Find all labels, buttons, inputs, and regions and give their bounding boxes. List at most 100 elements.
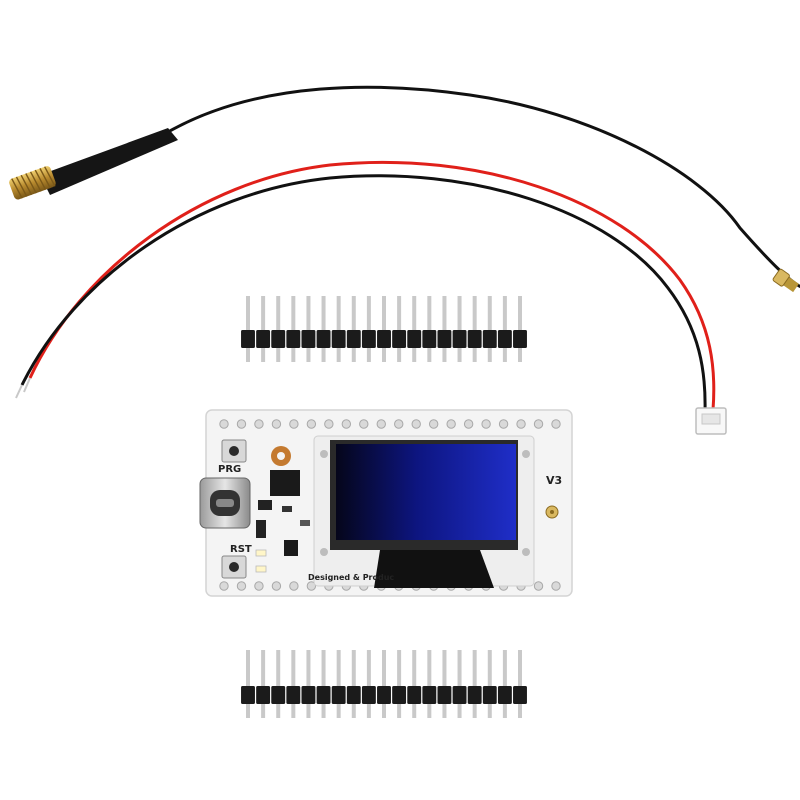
pin-pad [219,581,229,591]
header-block [346,686,361,704]
pin-pad [289,581,299,591]
antenna-assembly [9,85,800,293]
pin-pad [428,419,439,429]
header-pin [291,296,296,362]
board-footer-text: Designed & Produc [308,573,394,582]
header-pin [518,650,522,718]
pin-pad [481,419,491,429]
pad-row-top [219,419,561,429]
header-pin [336,296,341,362]
header-pin [397,296,402,362]
header-block [301,686,316,704]
pin-pad [533,581,544,591]
battery-cable-assembly [15,160,727,435]
battery-wire-black [20,174,707,413]
header-block [271,330,286,348]
header-block [316,330,331,348]
ic-chip [270,470,300,496]
oled-screen [336,444,516,540]
header-block [452,686,467,704]
mount-hole [320,548,328,556]
header-block [256,686,271,704]
header-block [361,686,376,704]
header-block [316,686,331,704]
header-block [467,686,482,704]
header-pin [487,650,492,718]
pin-pad [254,581,264,591]
header-block [331,686,346,704]
header-pin [412,296,417,362]
smd-component [258,500,272,510]
pin-header-bottom [241,650,527,718]
header-block [482,330,497,348]
status-led [255,549,267,557]
header-pin [321,650,326,718]
wire-tip [23,377,31,393]
ipex-socket-icon [545,505,559,519]
pin-pad [376,419,386,429]
header-pin [412,650,417,718]
header-pin [306,650,311,718]
wire-tip [15,384,23,399]
header-block [407,330,422,348]
header-pin [366,650,371,718]
header-block [241,686,255,704]
ic-chip [284,540,298,556]
header-block [286,330,301,348]
header-pin [518,296,522,362]
pin-pad [359,419,369,429]
header-block [437,686,452,704]
usb-c-port-icon [199,477,251,529]
rst-button[interactable] [221,555,247,579]
header-block [513,330,527,348]
smd-component [256,520,266,538]
pin-pad [394,419,404,429]
header-pin [306,296,311,362]
header-block [377,330,391,348]
pin-pad [516,419,526,429]
antenna-cable [167,85,800,289]
header-block [241,330,255,348]
pin-pad [498,419,509,429]
header-pin [442,650,447,718]
header-block [452,330,467,348]
pin-pad [271,419,282,429]
header-pin [487,296,492,362]
header-pin [427,650,432,718]
header-pin [472,650,477,718]
pin-pad [219,419,229,429]
prg-button[interactable] [221,439,247,463]
header-pin [261,296,266,362]
jst-connector-icon [695,407,727,435]
header-pin [502,296,507,362]
header-pin [442,296,447,362]
header-pin [382,650,386,718]
header-pin [351,650,356,718]
pin-pad [551,581,561,591]
pin-pad [324,419,334,429]
header-block [346,330,361,348]
pin-pad [306,581,317,591]
header-pin [276,296,281,362]
pin-pad [533,419,544,429]
pin-pad [446,419,456,429]
header-pin [382,296,386,362]
pin-pad [271,581,282,591]
header-pin [427,296,432,362]
spring-antenna-icon [9,166,56,200]
mount-hole [522,450,530,458]
header-block [377,686,391,704]
header-block [407,686,422,704]
header-pin [457,650,462,718]
pin-pad [411,419,421,429]
header-pin [246,296,250,362]
pin-pad [254,419,264,429]
header-pin [351,296,356,362]
version-label: V3 [546,474,562,487]
dev-board: PRG RST [199,409,573,597]
mount-hole [522,548,530,556]
oled-display [313,435,535,588]
pin-pad [236,581,247,591]
header-pin [276,650,281,718]
